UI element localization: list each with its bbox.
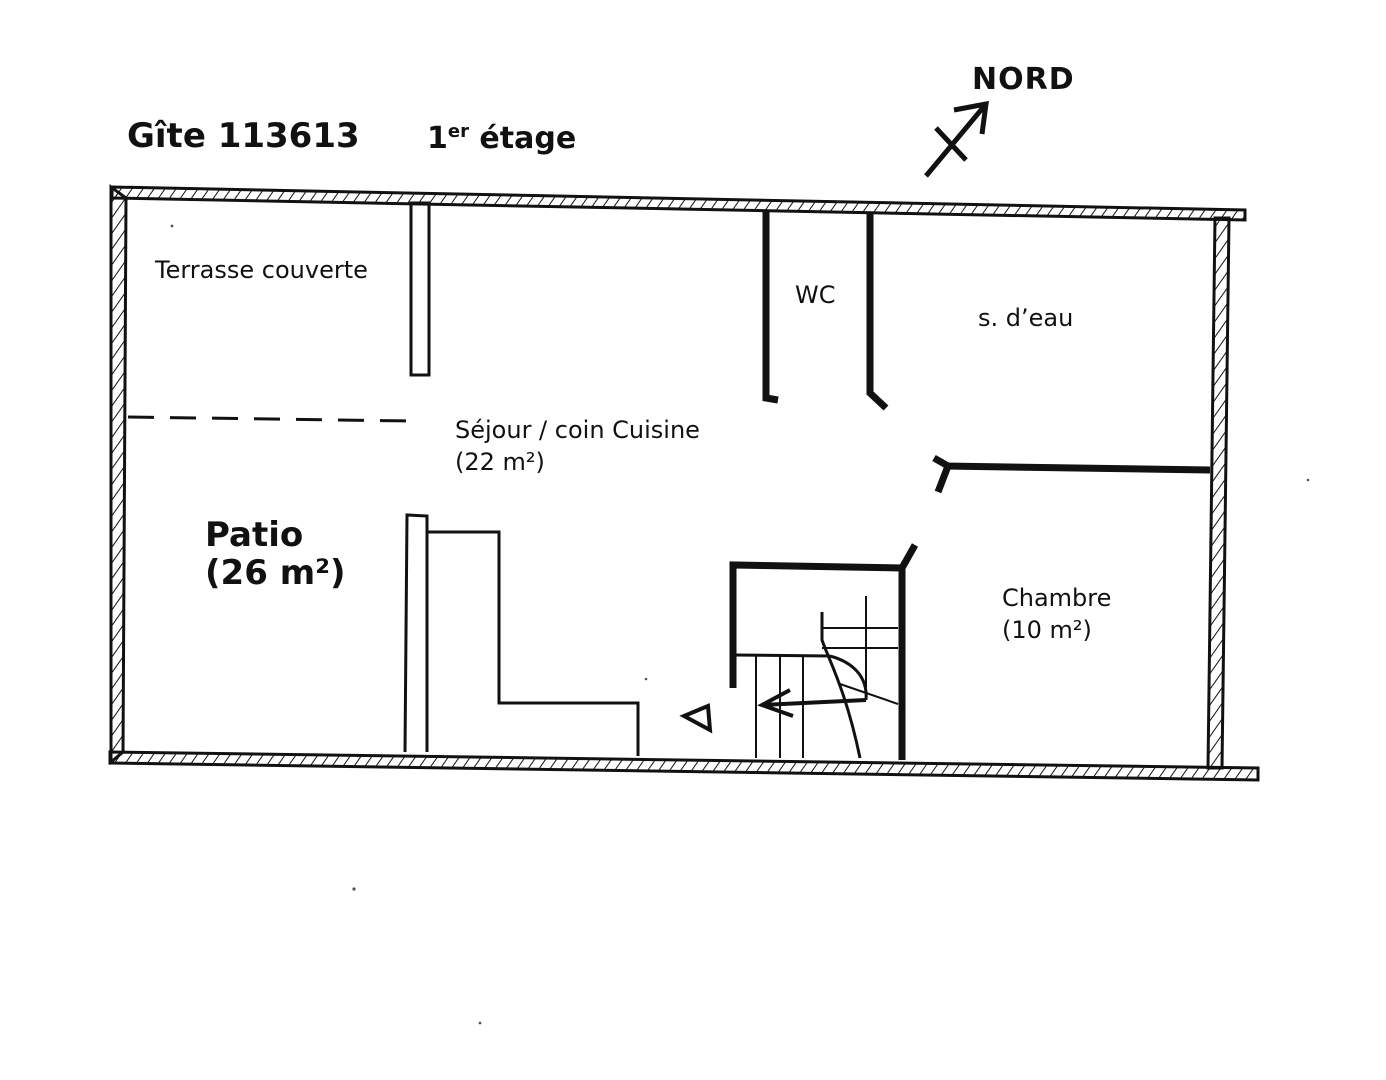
room-area-patio: (26 m²) [205,553,346,593]
partition-chambre [932,454,1211,494]
paper-specks [170,224,1310,1025]
kitchen-counter [403,513,640,756]
room-chambre: Chambre (10 m²) [1002,582,1111,646]
wall-right [1206,216,1231,770]
north-label: NORD [972,62,1075,97]
room-area-chambre: (10 m²) [1002,616,1092,644]
floor-label: 1er étage [427,121,576,156]
room-label-wc: WC [795,281,836,309]
room-label-terrasse: Terrasse couverte [155,256,368,284]
room-label-chambre: Chambre [1002,584,1112,612]
staircase [729,543,919,760]
room-sejour: Séjour / coin Cuisine (22 m²) [455,414,700,478]
outer-walls [108,184,1260,782]
room-area-sejour: (22 m²) [455,448,545,476]
room-patio: Patio (26 m²) [205,516,346,592]
room-label-sejour: Séjour / coin Cuisine [455,416,700,444]
door-triangle-marker [679,703,713,734]
wall-left [109,184,128,766]
north-arrow-icon [924,100,989,178]
wall-bottom [108,750,1260,782]
terrasse-patio-boundary [127,415,413,423]
floor-number: 1 [427,121,448,156]
floor-word: étage [479,121,577,156]
plan-title: Gîte 113613 [127,116,360,156]
wall-top [110,185,1247,222]
wc-walls [762,212,889,411]
room-label-patio: Patio [205,515,304,555]
floor-suffix: er [447,121,469,142]
room-label-salle-eau: s. d’eau [978,304,1074,332]
partition-terrasse [409,201,431,377]
